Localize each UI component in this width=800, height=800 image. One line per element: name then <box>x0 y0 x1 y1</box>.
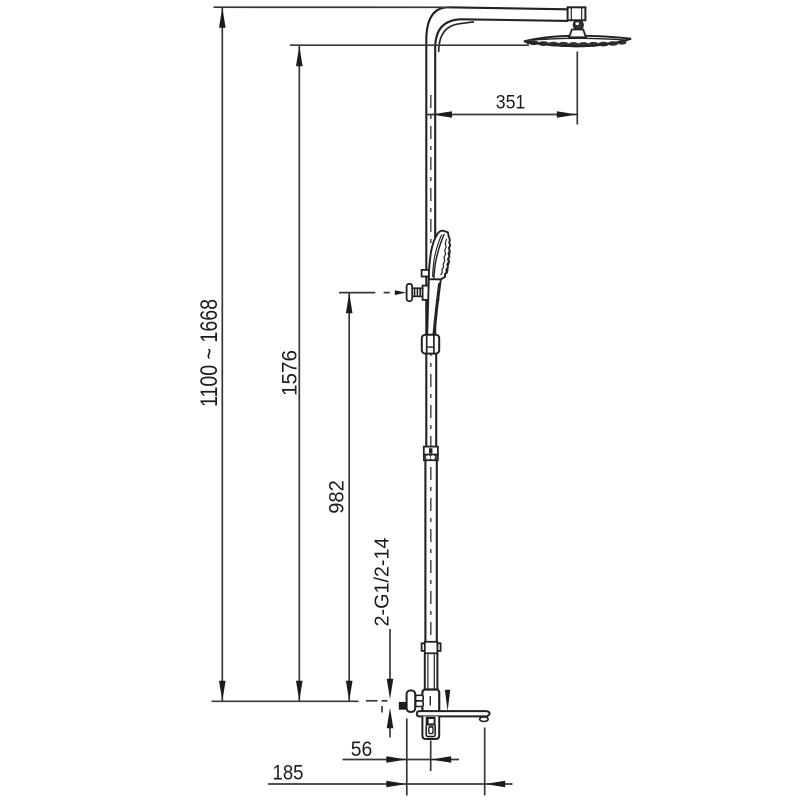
svg-text:1100 ~ 1668: 1100 ~ 1668 <box>196 299 223 407</box>
svg-text:982: 982 <box>326 480 349 514</box>
svg-text:1576: 1576 <box>278 350 302 396</box>
svg-text:351: 351 <box>496 93 526 114</box>
svg-text:2-G1/2-14: 2-G1/2-14 <box>371 538 394 627</box>
svg-text:185: 185 <box>273 762 304 785</box>
svg-text:56: 56 <box>351 738 373 761</box>
